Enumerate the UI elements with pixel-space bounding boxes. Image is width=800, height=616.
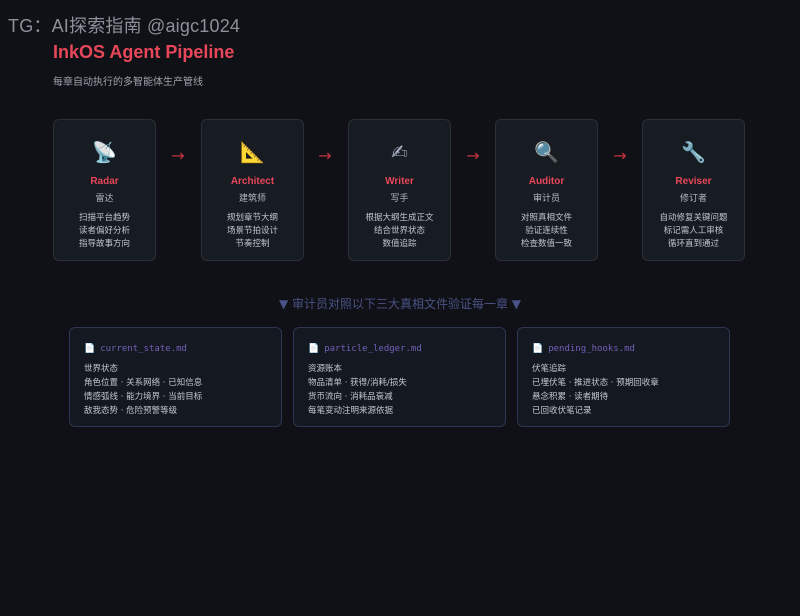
triangle-ruler-icon: 📐: [240, 140, 265, 164]
stage-name: Radar: [90, 176, 119, 187]
stage-desc-line: 数值追踪: [382, 239, 417, 249]
file-line: 情感弧线 · 能力境界 · 当前目标: [84, 392, 203, 402]
watermark: TG：AI探索指南 @aigc1024: [8, 16, 241, 36]
file-line: 已埋伏笔 · 推进状态 · 预期回收章: [532, 378, 659, 388]
stage-desc-line: 节奏控制: [235, 239, 270, 249]
magnifier-icon: 🔍: [534, 140, 559, 164]
stage-desc-line: 场景节拍设计: [226, 226, 278, 236]
stage-name: Reviser: [675, 176, 712, 187]
file-name-text: particle_ledger.md: [324, 344, 422, 354]
satellite-dish-icon: 📡: [92, 140, 117, 164]
file-name: 📄 particle_ledger.md: [308, 342, 491, 356]
file-description: 伏笔追踪 已埋伏笔 · 推进状态 · 预期回收章 悬念积累 · 读者期待 已回收…: [532, 362, 715, 418]
stage-cn-name: 修订者: [679, 194, 707, 204]
stage-name: Auditor: [528, 176, 565, 187]
stage-writer: ✍ Writer 写手 根据大纲生成正文 结合世界状态 数值追踪: [348, 119, 451, 261]
file-card-current-state: 📄 current_state.md 世界状态 角色位置 · 关系网络 · 已知信…: [69, 327, 282, 427]
document-icon: 📄: [308, 344, 320, 354]
stage-desc-line: 对照真相文件: [520, 213, 572, 223]
document-icon: 📄: [532, 344, 544, 354]
stage-description: 规划章节大纲 场景节拍设计 节奏控制: [202, 212, 303, 251]
stage-desc-line: 扫描平台趋势: [78, 213, 130, 223]
arrow-right-icon: →: [613, 146, 627, 165]
file-name-text: pending_hooks.md: [548, 344, 635, 354]
file-description: 世界状态 角色位置 · 关系网络 · 已知信息 情感弧线 · 能力境界 · 当前…: [84, 362, 267, 418]
file-line: 每笔变动注明来源依据: [308, 406, 394, 416]
file-name: 📄 current_state.md: [84, 342, 267, 356]
file-line: 资源账本: [308, 364, 343, 374]
arrow-right-icon: →: [171, 146, 185, 165]
stage-reviser: 🔧 Reviser 修订者 自动修复关键问题 标记需人工审核 循环直到通过: [642, 119, 745, 261]
stage-cn-name: 雷达: [95, 194, 114, 204]
stage-auditor: 🔍 Auditor 审计员 对照真相文件 验证连续性 检查数值一致: [495, 119, 598, 261]
wrench-icon: 🔧: [681, 140, 706, 164]
file-name: 📄 pending_hooks.md: [532, 342, 715, 356]
file-name-text: current_state.md: [100, 344, 187, 354]
stage-description: 对照真相文件 验证连续性 检查数值一致: [496, 212, 597, 251]
document-icon: 📄: [84, 344, 96, 354]
stage-description: 根据大纲生成正文 结合世界状态 数值追踪: [349, 212, 450, 251]
stage-description: 自动修复关键问题 标记需人工审核 循环直到通过: [643, 212, 744, 251]
stage-desc-line: 验证连续性: [525, 226, 568, 236]
stage-architect: 📐 Architect 建筑师 规划章节大纲 场景节拍设计 节奏控制: [201, 119, 304, 261]
stage-desc-line: 根据大纲生成正文: [365, 213, 434, 223]
file-line: 敌我态势 · 危险预警等级: [84, 406, 178, 416]
stage-desc-line: 结合世界状态: [373, 226, 425, 236]
stage-cn-name: 写手: [390, 194, 409, 204]
file-line: 伏笔追踪: [532, 364, 567, 374]
stage-name: Writer: [385, 176, 414, 187]
file-line: 物品清单 · 获得/消耗/损失: [308, 378, 407, 388]
writing-hand-icon: ✍: [391, 140, 408, 164]
stage-name: Architect: [230, 176, 275, 187]
stage-desc-line: 检查数值一致: [520, 239, 572, 249]
arrow-right-icon: →: [466, 146, 480, 165]
page-title: InkOS Agent Pipeline: [53, 42, 235, 62]
stage-desc-line: 标记需人工审核: [663, 226, 724, 236]
audit-note: ▼ 审计员对照以下三大真相文件验证每一章 ▼: [278, 297, 522, 311]
stage-radar: 📡 Radar 雷达 扫描平台趋势 读者偏好分析 指导故事方向: [53, 119, 156, 261]
file-line: 货币流向 · 消耗品衰减: [308, 392, 393, 402]
stage-desc-line: 指导故事方向: [78, 239, 130, 249]
stage-desc-line: 规划章节大纲: [226, 213, 278, 223]
stage-cn-name: 建筑师: [238, 194, 266, 204]
stage-desc-line: 读者偏好分析: [78, 226, 130, 236]
stage-desc-line: 自动修复关键问题: [659, 213, 728, 223]
file-line: 已回收伏笔记录: [532, 406, 592, 416]
file-line: 角色位置 · 关系网络 · 已知信息: [84, 378, 203, 388]
file-line: 世界状态: [84, 364, 119, 374]
stage-desc-line: 循环直到通过: [667, 239, 719, 249]
file-card-pending-hooks: 📄 pending_hooks.md 伏笔追踪 已埋伏笔 · 推进状态 · 预期回…: [517, 327, 730, 427]
file-line: 悬念积累 · 读者期待: [532, 392, 609, 402]
arrow-right-icon: →: [318, 146, 332, 165]
file-card-particle-ledger: 📄 particle_ledger.md 资源账本 物品清单 · 获得/消耗/损失…: [293, 327, 506, 427]
file-description: 资源账本 物品清单 · 获得/消耗/损失 货币流向 · 消耗品衰减 每笔变动注明…: [308, 362, 491, 418]
stage-cn-name: 审计员: [532, 194, 560, 204]
stage-description: 扫描平台趋势 读者偏好分析 指导故事方向: [54, 212, 155, 251]
page-subtitle: 每章自动执行的多智能体生产管线: [53, 77, 203, 88]
